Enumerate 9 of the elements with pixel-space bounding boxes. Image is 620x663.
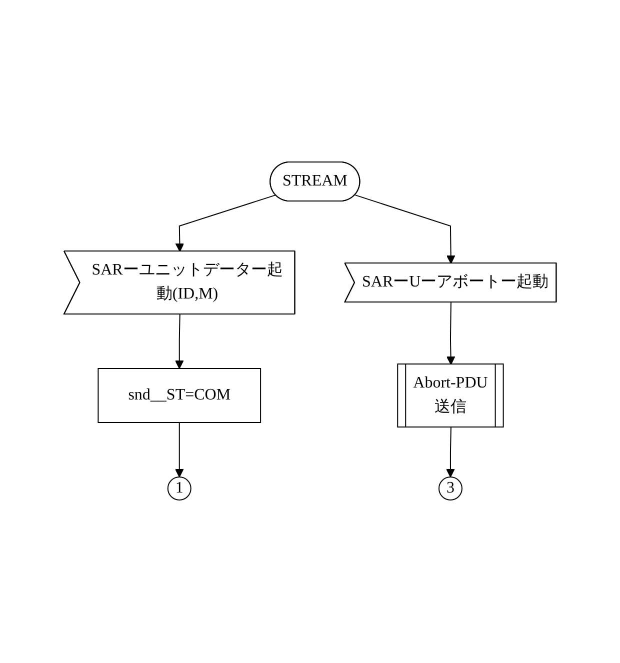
arrow — [446, 302, 456, 366]
node-circle: 3 — [438, 476, 462, 501]
arrow — [175, 194, 276, 252]
arrow — [174, 314, 184, 370]
arrow — [174, 422, 184, 478]
node-box: snd__ST=COM — [98, 368, 261, 424]
arrow — [354, 194, 456, 264]
node-circle: 1 — [167, 476, 192, 501]
arrow — [446, 427, 455, 478]
